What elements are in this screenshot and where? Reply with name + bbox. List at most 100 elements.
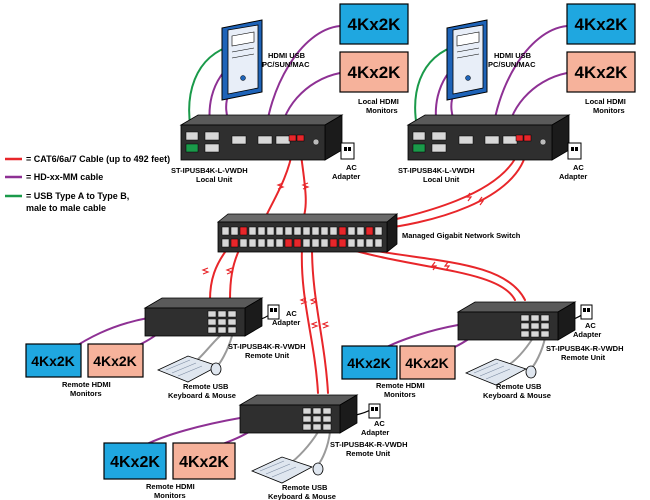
switch-port xyxy=(293,238,302,248)
switch-port xyxy=(239,238,248,248)
monitor-label: 4Kx2K xyxy=(179,454,229,471)
switch-port xyxy=(356,226,365,236)
monitors-label-2: Monitors xyxy=(593,106,625,115)
remote-port xyxy=(312,415,322,423)
hdmi-remote-right-1 xyxy=(384,324,459,349)
monitor-blue-local-left: 4Kx2K xyxy=(339,3,409,45)
ac-adapter-label-1: AC xyxy=(374,419,385,428)
usb-label-1: Remote USB xyxy=(496,382,542,391)
ac-adapter-label-2: Adapter xyxy=(272,318,300,327)
remote-port xyxy=(302,407,312,415)
ac-adapter-label-2: Adapter xyxy=(361,428,389,437)
remote-port xyxy=(530,322,540,330)
monitors-label-2: Monitors xyxy=(154,491,186,500)
monitor-salmon-local-right: 4Kx2K xyxy=(566,51,636,93)
network-switch-device xyxy=(216,213,399,253)
monitor-label: 4Kx2K xyxy=(110,454,160,471)
break-mark xyxy=(477,196,485,206)
pc-label-1: HDMI USB xyxy=(268,51,306,60)
local-unit-label-2: Local Unit xyxy=(423,175,460,184)
usb-label-2: Keyboard & Mouse xyxy=(168,391,236,400)
cat6-remote-bottom-b xyxy=(311,247,329,394)
remote-port xyxy=(540,314,550,322)
switch-port xyxy=(275,226,284,236)
switch-port xyxy=(365,238,374,248)
usb-label-2: Keyboard & Mouse xyxy=(268,492,336,500)
remote-ports xyxy=(520,314,550,338)
local-unit-label-1: ST-IPUSB4K-L-VWDH xyxy=(398,166,475,175)
legend-hdmi-text: = HD-xx-MM cable xyxy=(26,172,103,182)
remote-bottom-group: ST-IPUSB4K-R-VWDH Remote Unit AC Adapter… xyxy=(103,394,408,500)
switch-port xyxy=(338,226,347,236)
local-unit-left-device xyxy=(179,114,344,161)
mouse-icon xyxy=(525,365,537,379)
remote-unit-bottom-device xyxy=(238,394,359,434)
remote-unit-label-2: Remote Unit xyxy=(245,351,290,360)
switch-port xyxy=(284,238,293,248)
break-mark xyxy=(201,267,210,275)
ac-adapter-icon xyxy=(580,304,593,320)
switch-port xyxy=(230,226,239,236)
ac-adapter-label-2: Adapter xyxy=(332,172,360,181)
ac-adapter-label-1: AC xyxy=(573,163,584,172)
switch-port xyxy=(311,238,320,248)
remote-port xyxy=(540,322,550,330)
remote-left-group: ST-IPUSB4K-R-VWDH Remote Unit AC Adapter… xyxy=(25,297,306,400)
remote-port xyxy=(207,326,217,334)
remote-port xyxy=(530,330,540,338)
switch-port xyxy=(248,238,257,248)
keyboard-icon xyxy=(250,456,314,484)
monitors-label-2: Monitors xyxy=(366,106,398,115)
break-mark xyxy=(301,182,310,190)
break-mark xyxy=(443,261,451,271)
monitor-salmon-remote-right: 4Kx2K xyxy=(399,345,456,380)
mouse-icon xyxy=(210,362,222,376)
remote-port xyxy=(217,310,227,318)
usb-label-2: Keyboard & Mouse xyxy=(483,391,551,400)
monitor-label: 4Kx2K xyxy=(93,353,137,369)
break-mark xyxy=(321,321,330,329)
remote-right-group: ST-IPUSB4K-R-VWDH Remote Unit AC Adapter… xyxy=(341,301,624,400)
break-mark xyxy=(310,321,319,329)
switch-port xyxy=(257,226,266,236)
local-left-group: HDMI USB PC/SUN/MAC 4Kx2K 4Kx2K Local HD… xyxy=(171,3,409,184)
remote-unit-label-2: Remote Unit xyxy=(346,449,391,458)
monitors-label-1: Local HDMI xyxy=(358,97,399,106)
legend: = CAT6/6a/7 Cable (up to 492 feet) = HD-… xyxy=(5,154,170,213)
usb-remote-right-kb xyxy=(504,337,534,368)
ac-adapter-label-1: AC xyxy=(346,163,357,172)
switch-port xyxy=(320,238,329,248)
remote-port xyxy=(322,423,332,431)
remote-port xyxy=(312,407,322,415)
monitor-blue-remote-left: 4Kx2K xyxy=(25,343,82,378)
usb-label-1: Remote USB xyxy=(282,483,328,492)
monitor-label: 4Kx2K xyxy=(31,353,75,369)
break-mark xyxy=(309,297,318,305)
remote-port xyxy=(520,314,530,322)
remote-port xyxy=(302,423,312,431)
remote-port xyxy=(520,330,530,338)
remote-port xyxy=(227,310,237,318)
ac-adapter-label-2: Adapter xyxy=(559,172,587,181)
monitors-label-1: Local HDMI xyxy=(585,97,626,106)
break-mark xyxy=(225,267,234,275)
remote-port xyxy=(227,326,237,334)
cat6-remote-right-b xyxy=(359,247,526,301)
cat6-remote-right-a xyxy=(344,247,516,301)
ac-adapter-icon xyxy=(267,304,280,320)
remote-port xyxy=(520,322,530,330)
cat6-remote-bottom-a xyxy=(300,247,319,394)
remote-port xyxy=(312,423,322,431)
ac-cord-remote-bottom xyxy=(355,409,371,416)
ac-adapter-label-2: Adapter xyxy=(573,330,601,339)
usb-remote-right-mouse xyxy=(529,337,546,371)
remote-port xyxy=(322,415,332,423)
usb-remote-bottom-mouse xyxy=(317,431,331,466)
monitor-label: 4Kx2K xyxy=(405,355,449,371)
switch-port xyxy=(266,226,275,236)
local-unit-right-device xyxy=(406,114,571,161)
remote-port xyxy=(322,407,332,415)
switch-port xyxy=(257,238,266,248)
ac-adapter-label-1: AC xyxy=(286,309,297,318)
